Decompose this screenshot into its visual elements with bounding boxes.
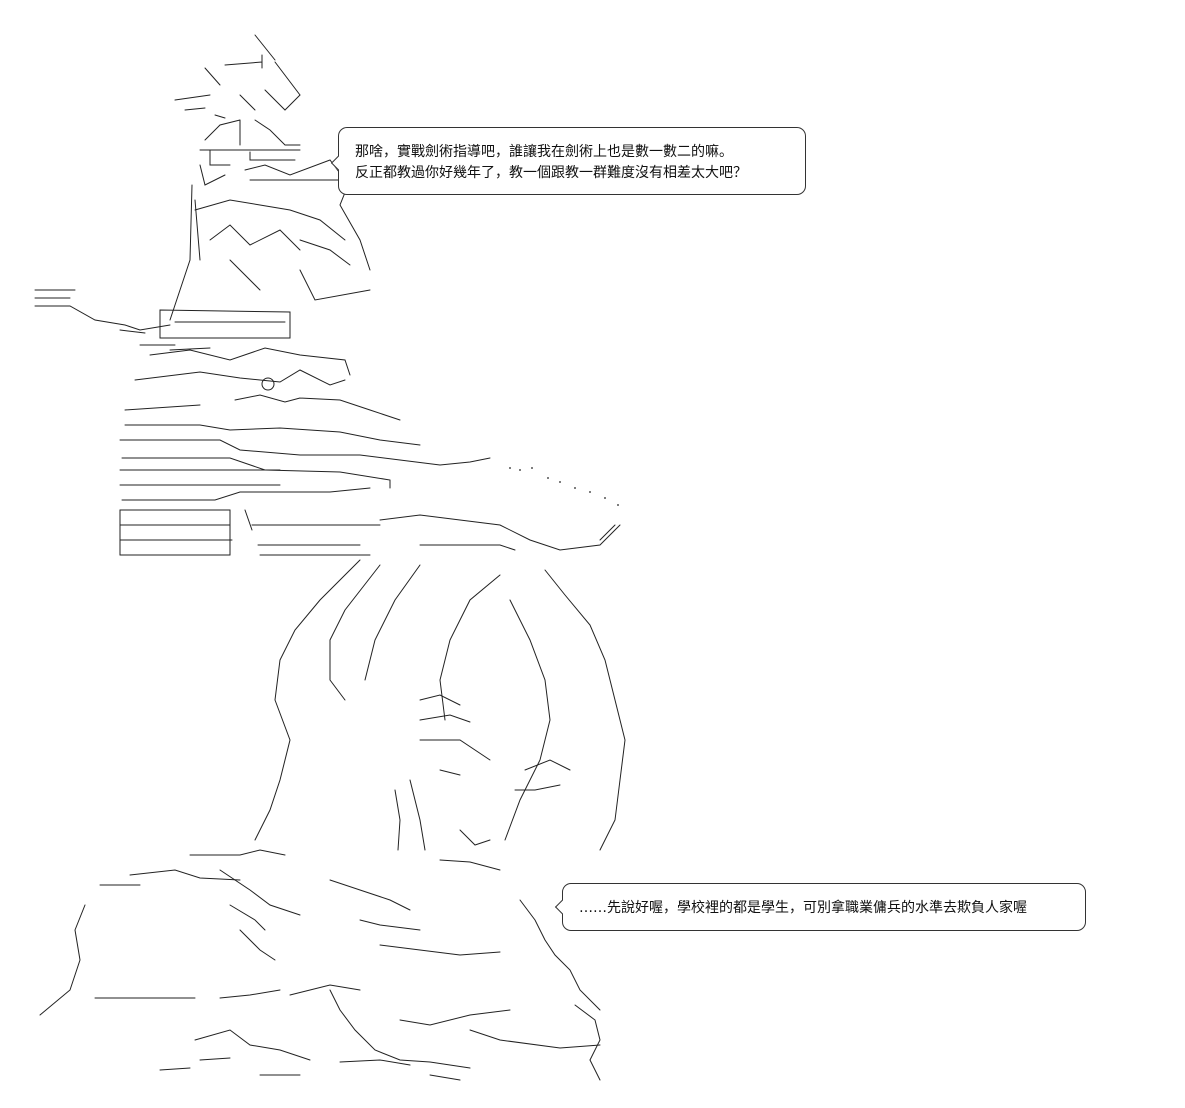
speech-line: 那啥，實戰劍術指導吧，誰讓我在劍術上也是數一數二的嘛。	[355, 144, 733, 160]
lower-figure	[39, 559, 626, 1081]
speech-line: 反正都教過你好幾年了，教一個跟教一群難度沒有相差太大吧？	[355, 165, 747, 181]
upper-figure	[34, 34, 621, 556]
speech-line: ……先說好喔，學校裡的都是學生，可別拿職業傭兵的水準去欺負人家喔	[579, 900, 1027, 916]
speech-bubble-upper: 那啥，實戰劍術指導吧，誰讓我在劍術上也是數一數二的嘛。 反正都教過你好幾年了，教…	[330, 127, 806, 195]
speech-bubble-lower: ……先說好喔，學校裡的都是學生，可別拿職業傭兵的水準去欺負人家喔	[554, 883, 1086, 931]
